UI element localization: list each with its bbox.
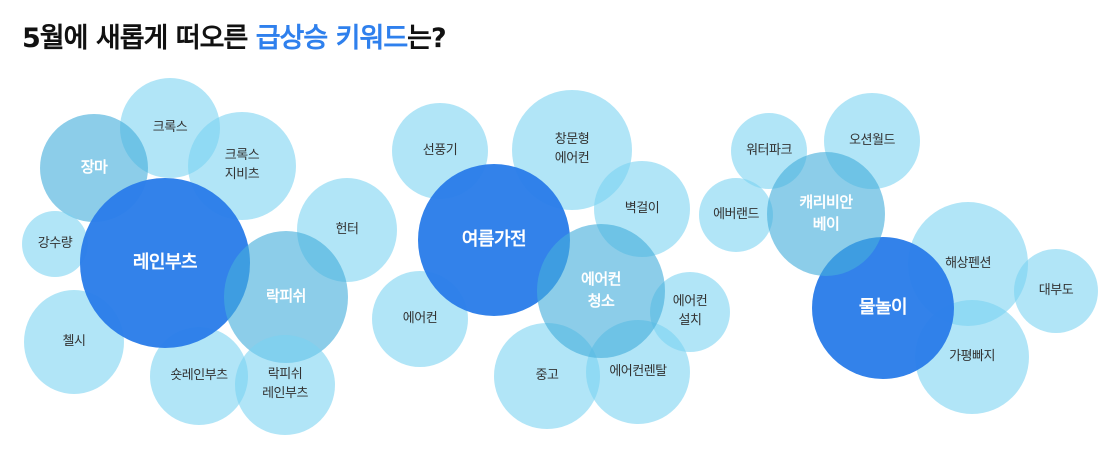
keyword-bubble-daebudo[interactable]: 대부도: [1014, 249, 1098, 333]
keyword-bubble-everland[interactable]: 에버랜드: [699, 178, 773, 252]
title-suffix: 는?: [407, 23, 447, 54]
keyword-bubble-lockfish-rainboots[interactable]: 락피쉬 레인부츠: [235, 335, 335, 435]
page-title: 5월에 새롭게 떠오른 급상승 키워드는?: [22, 16, 447, 55]
keyword-bubble-ac-cleaning[interactable]: 에어컨 청소: [537, 224, 665, 358]
keyword-bubble-caribbean-bay[interactable]: 캐리비안 베이: [767, 152, 885, 276]
keyword-bubble-ocean-world[interactable]: 오션월드: [824, 93, 920, 189]
keyword-bubble-rainboots[interactable]: 레인부츠: [80, 178, 250, 348]
keyword-bubble-short-rainboots[interactable]: 숏레인부츠: [150, 327, 248, 425]
title-highlight: 급상승 키워드: [255, 23, 408, 54]
keyword-bubble-rainfall[interactable]: 강수량: [22, 211, 88, 277]
title-prefix: 5월에 새롭게 떠오른: [22, 23, 256, 54]
